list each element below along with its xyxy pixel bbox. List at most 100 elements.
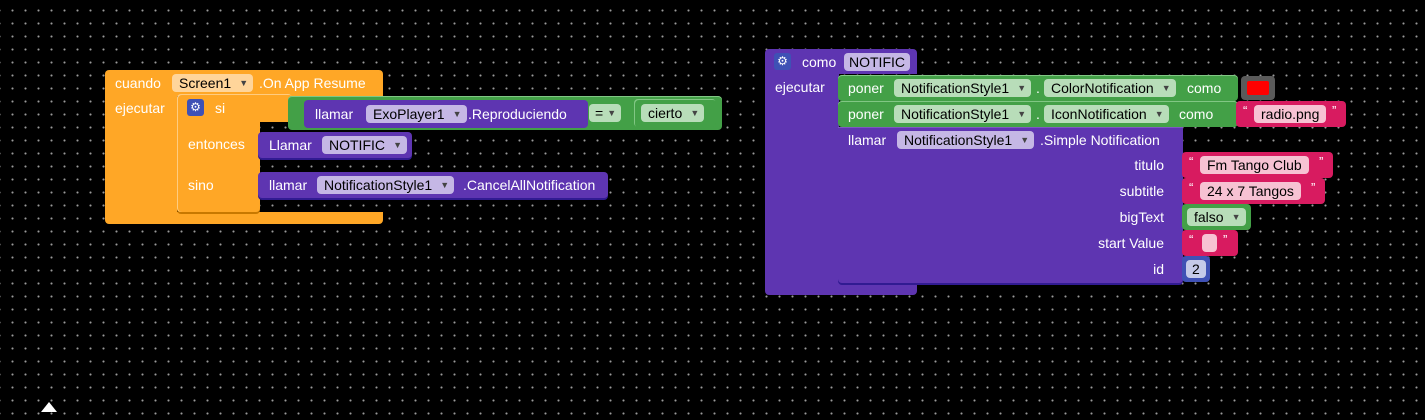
titulo-text[interactable]: Fm Tango Club [1200,156,1309,174]
como-label: como [1187,80,1222,96]
color-swatch-red[interactable] [1247,81,1269,95]
notificationstyle-component-dropdown[interactable]: NotificationStyle1 ▼ [317,176,455,194]
close-quote-icon: ” [1223,232,1228,247]
bigtext-boolean-value: falso [1194,209,1224,225]
event-block-footer[interactable] [105,212,383,224]
reproduciendo-property: .Reproduciendo [468,106,567,122]
como-label: como [1179,106,1214,122]
simple-notification-component-name: NotificationStyle1 [904,132,1013,148]
open-quote-icon: “ [1243,103,1248,118]
gear-icon[interactable]: ⚙ [187,99,204,116]
text-block-subtitle[interactable]: “ 24 x 7 Tangos ” [1182,178,1325,204]
dropdown-caret-icon: ▼ [1161,83,1171,93]
boolean-block-falso[interactable]: falso ▼ [1182,204,1251,230]
simple-notification-component-dropdown[interactable]: NotificationStyle1 ▼ [897,131,1035,149]
icon-property-name: IconNotification [1051,106,1147,122]
sino-label: sino [188,177,214,193]
color-component-name: NotificationStyle1 [901,80,1010,96]
radio-png-text[interactable]: radio.png [1254,105,1327,123]
boolean-dropdown[interactable]: cierto ▼ [641,104,705,122]
dropdown-caret-icon: ▼ [393,140,402,150]
close-quote-icon: ” [1319,154,1324,169]
id-arg-label: id [1153,261,1164,277]
open-quote-icon: “ [1189,180,1194,195]
dropdown-caret-icon: ▼ [1231,212,1241,222]
call-procedure-notific-block[interactable]: Llamar NOTIFIC ▼ [258,132,412,158]
if-block-spine [177,122,260,212]
entonces-label: entonces [188,136,245,152]
color-property-dropdown[interactable]: ColorNotification ▼ [1044,79,1176,97]
bigtext-boolean-dropdown[interactable]: falso ▼ [1187,208,1246,226]
notificationstyle-component-name: NotificationStyle1 [324,177,433,193]
text-block-titulo[interactable]: “ Fm Tango Club ” [1182,152,1333,178]
exoplayer-getter-block[interactable]: llamar ExoPlayer1 ▼ .Reproduciendo [304,100,588,128]
llamar-label: llamar [269,177,308,193]
simple-notification-method: .Simple Notification [1040,132,1160,148]
como-label: como [802,54,837,70]
dropdown-caret-icon: ▼ [1154,109,1164,119]
color-component-dropdown[interactable]: NotificationStyle1 ▼ [894,79,1032,97]
compare-operator-dropdown[interactable]: = ▼ [589,104,622,122]
simple-notification-body [838,153,1183,283]
procedure-name-dropdown[interactable]: NOTIFIC ▼ [322,136,407,154]
color-block[interactable] [1241,76,1275,100]
color-property-name: ColorNotification [1051,80,1154,96]
dropdown-caret-icon: ▼ [1017,83,1027,93]
boolean-block-cierto[interactable]: cierto ▼ [634,99,716,127]
gear-icon[interactable]: ⚙ [774,53,791,70]
procedure-body[interactable] [765,74,839,285]
cursor-icon [41,402,57,412]
event-block-screen1-resume[interactable]: cuando Screen1 ▼ .On App Resume ejecutar [105,70,383,224]
dropdown-caret-icon: ▼ [690,108,700,118]
dropdown-caret-icon: ▼ [440,180,450,190]
text-block-start-value[interactable]: “ ” [1182,230,1238,256]
exoplayer-component-dropdown[interactable]: ExoPlayer1 ▼ [366,105,467,123]
icon-property-dropdown[interactable]: IconNotification ▼ [1044,105,1169,123]
if-else-block[interactable]: ⚙ si entonces sino [177,94,292,212]
number-block-id[interactable]: 2 [1182,256,1210,282]
id-number[interactable]: 2 [1186,260,1206,278]
procedure-name: NOTIFIC [849,54,905,70]
event-name-label: .On App Resume [259,75,366,91]
screen1-component-name: Screen1 [179,75,232,91]
simple-notification-call-block[interactable]: llamar NotificationStyle1 ▼ .Simple Noti… [838,127,1183,283]
procedure-footer[interactable] [765,283,917,295]
llamar-procedure-label: Llamar [269,137,312,153]
set-color-notification-block[interactable]: poner NotificationStyle1 ▼ . ColorNotifi… [838,75,1238,101]
dropdown-caret-icon: ▼ [1017,109,1027,119]
dropdown-caret-icon: ▼ [607,108,617,118]
dropdown-caret-icon: ▼ [239,78,249,88]
llamar-label: llamar [848,132,887,148]
screen1-component-dropdown[interactable]: Screen1 ▼ [172,74,254,92]
dropdown-caret-icon: ▼ [452,109,462,119]
poner-label: poner [848,106,884,122]
ejecutar-label: ejecutar [775,79,825,95]
start-value-text[interactable] [1202,234,1217,252]
dot-separator: . [1036,106,1040,122]
open-quote-icon: “ [1189,154,1194,169]
boolean-value: cierto [648,105,683,121]
cancel-all-notification-block[interactable]: llamar NotificationStyle1 ▼ .CancelAllNo… [258,172,608,198]
event-block-body[interactable] [105,96,177,212]
close-quote-icon: ” [1311,180,1316,195]
set-icon-notification-block[interactable]: poner NotificationStyle1 ▼ . IconNotific… [838,101,1238,127]
subtitle-arg-label: subtitle [1119,183,1164,199]
poner-label: poner [848,80,884,96]
exoplayer-component-name: ExoPlayer1 [373,106,445,122]
icon-component-name: NotificationStyle1 [901,106,1010,122]
start-value-arg-label: start Value [1098,235,1164,251]
subtitle-text[interactable]: 24 x 7 Tangos [1200,182,1301,200]
compare-operator: = [595,105,604,121]
icon-component-dropdown[interactable]: NotificationStyle1 ▼ [894,105,1032,123]
text-block-radio-png[interactable]: “ radio.png ” [1236,101,1346,127]
procedure-block-notific[interactable]: ⚙ como NOTIFIC ejecutar [765,49,917,295]
dot-separator: . [1036,80,1040,96]
titulo-arg-label: titulo [1134,157,1164,173]
llamar-label: llamar [315,106,354,122]
procedure-name-field[interactable]: NOTIFIC [844,53,910,71]
cancel-all-method: .CancelAllNotification [463,177,596,193]
ejecutar-label: ejecutar [115,100,165,116]
bigtext-arg-label: bigText [1119,209,1164,225]
si-label: si [215,100,226,116]
procedure-name: NOTIFIC [329,137,385,153]
